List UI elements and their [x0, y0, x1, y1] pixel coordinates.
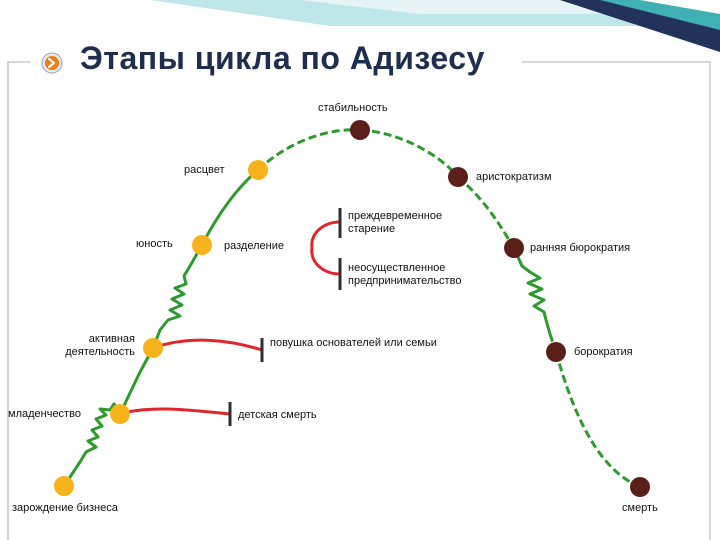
trap-line-infant-death [119, 407, 231, 416]
label-premature-aging: преждевременное старение [348, 210, 443, 235]
growth-curve-birth-infancy [62, 402, 122, 487]
label-early-bureaucracy: ранняя бюрократия [530, 242, 631, 254]
label-infancy: младенчество [8, 408, 81, 420]
label-stability: стабильность [318, 102, 388, 114]
decline-spring [512, 247, 552, 335]
node-infancy [110, 404, 130, 424]
peak-curve-prime-stability [256, 128, 361, 172]
label-birth: зарождение бизнеса [12, 502, 118, 514]
growth-curve-youth-prime [200, 168, 259, 246]
decline-curve-bureaucracy-death [554, 351, 641, 489]
corner-accent-white [640, 0, 720, 14]
trap-line-founder [152, 338, 263, 352]
node-prime [248, 160, 268, 180]
node-stability [350, 120, 370, 140]
label-infant-death: детская смерть [238, 409, 317, 421]
label-death: смерть [622, 502, 658, 514]
label-bureaucracy: борократия [574, 346, 633, 358]
frame-line [7, 61, 711, 540]
node-aristocracy [448, 167, 468, 187]
growth-curve-gogo-youth [151, 244, 204, 349]
trap-line-premature-aging [310, 220, 341, 249]
node-bureaucracy [546, 342, 566, 362]
label-founder-trap: повушка основателей или семьи [270, 337, 437, 349]
node-youth [192, 235, 212, 255]
node-early-bureaucracy [504, 238, 524, 258]
arrow-bullet-icon [41, 52, 63, 74]
node-go-go [143, 338, 163, 358]
node-birth [54, 476, 74, 496]
label-aristocracy: аристократизм [476, 171, 552, 183]
page-title: Этапы цикла по Адизесу [80, 40, 485, 76]
label-divorce: разделение [224, 240, 284, 252]
peak-curve-stability-aristocracy [359, 128, 460, 178]
node-death [630, 477, 650, 497]
decline-curve-aristocracy-early [457, 175, 516, 249]
label-prime: расцвет [184, 164, 225, 176]
label-unfulfilled: неосуществленное предпринимательство [348, 262, 462, 287]
label-go-go: активная деятельность [65, 333, 135, 358]
label-youth: юность [136, 238, 173, 250]
trap-line-unfulfilled [310, 247, 341, 276]
